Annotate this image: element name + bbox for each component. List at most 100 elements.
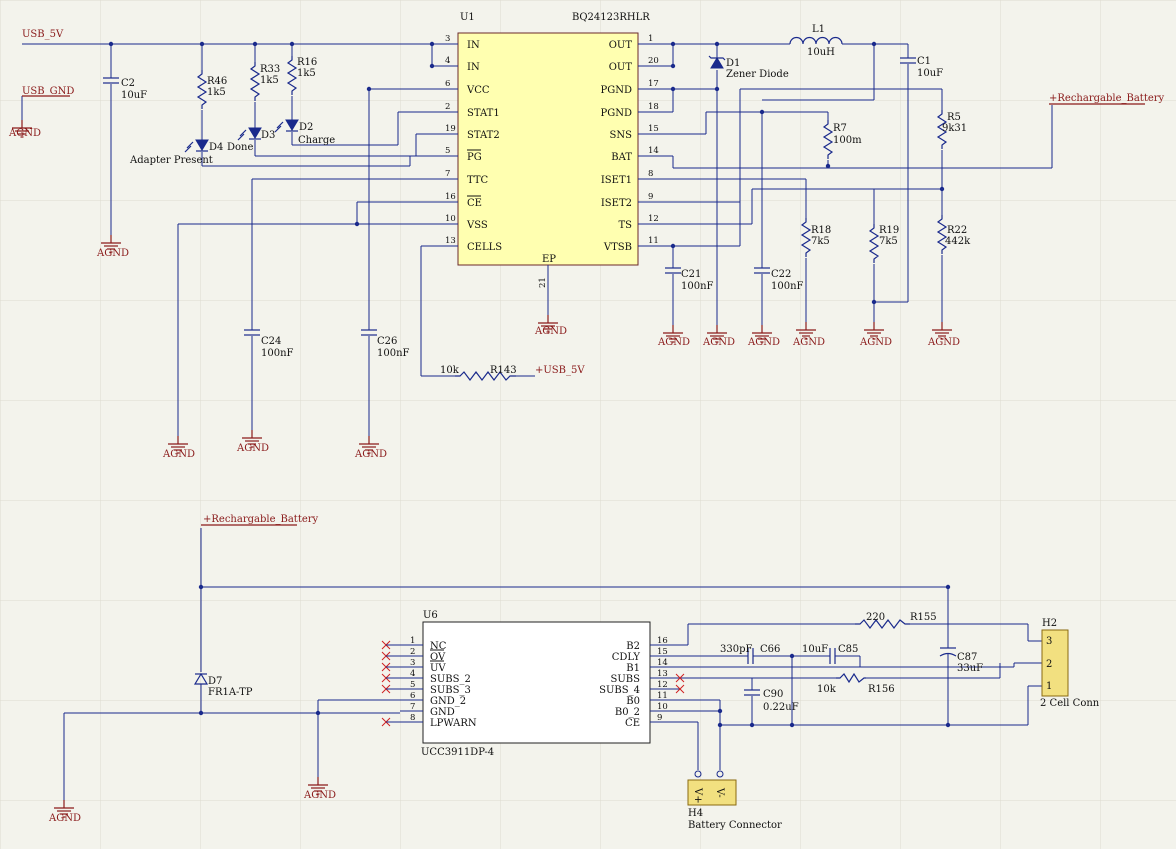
junction-dot [825,163,831,169]
c21-ref: C21 [681,269,701,280]
resistor-r19[interactable]: R19 7k5 [869,223,899,264]
net-agnd-label: AGND [702,337,735,348]
u1-pin-label-out: OUT [609,40,633,51]
u1-pin-label-pgnd: PGND [601,85,632,96]
r156-ref: R156 [868,684,895,695]
r155-ref: R155 [910,612,937,623]
led-d2-icon[interactable]: D2 Charge [274,119,335,146]
u1-pin-num: 2 [445,102,450,112]
u1-chip[interactable]: U1 BQ24123RHLR EP 21 [457,12,650,315]
net-agnd-label: AGND [657,337,690,348]
u6-chip[interactable]: U6 UCC3911DP-4 [421,610,651,758]
capacitor-c2[interactable]: C2 10uF [102,77,147,101]
resistor-r22[interactable]: R22 442k [937,214,971,255]
resistor-r16[interactable]: R16 1k5 [287,55,317,96]
no-connect-marks [381,640,685,727]
capacitor-c90[interactable]: C90 0.22uF [743,689,799,713]
capacitor-c87[interactable]: C87 33uF [939,647,983,674]
resistor-r143[interactable]: 10k R143 +USB_5V [440,365,585,381]
u1-pin-num: 6 [445,79,450,89]
u1-pin-label-bat: BAT [611,152,632,163]
l1-ref: L1 [812,24,825,35]
resistor-r46[interactable]: R46 1k5 [197,69,227,110]
capacitor-c24[interactable]: C24 100nF [243,329,294,359]
junction-dot [198,584,204,590]
u1-pin-label-out: OUT [609,62,633,73]
r46-val: 1k5 [207,87,226,98]
r18-ref: R18 [811,225,831,236]
no-connect-mark [381,662,400,672]
c85-val: 10uF [802,644,828,655]
junction-dot [714,86,720,92]
u6-pin-label-ce: CE [625,718,640,729]
net-usb5v: USB_5V [22,29,64,40]
u6-pin-num: 6 [410,691,415,701]
junction-dot [717,722,723,728]
u1-pin-num: 14 [648,146,659,156]
u1-pin-label-vtsb: VTSB [603,242,632,253]
ground-icon: AGND [534,314,567,337]
capacitor-c26[interactable]: C26 100nF [360,329,410,359]
u1-part: BQ24123RHLR [572,12,650,23]
u6-pin-label-b0: B0 [626,696,640,707]
capacitor-c1[interactable]: C1 10uF [899,56,943,79]
c87-ref: C87 [957,652,977,663]
u1-pin-num: 1 [648,34,653,44]
led-d3-icon[interactable]: D3 Done [227,127,275,153]
u1-pin-label-iset1: ISET1 [601,175,632,186]
ground-icon: AGND [702,324,735,348]
resistor-r156[interactable]: 10k R156 [817,672,895,695]
connector-h4[interactable]: V+ V- H4 Battery Connector [687,770,782,831]
zener-d1-icon[interactable]: D1 Zener Diode [708,55,789,80]
u6-pin-num: 15 [657,647,668,657]
net-usb5v-plus: +USB_5V [535,365,585,376]
r7-val: 100m [833,135,862,146]
r19-val: 7k5 [879,236,898,247]
d1-ref: D1 [726,58,740,69]
capacitor-c85[interactable]: 10uF C85 [802,644,858,664]
ground-icon: AGND [792,321,825,348]
junction-dot [945,584,951,590]
h2-pin-1: 1 [1046,681,1052,692]
u1-pin-label-vcc: VCC [466,85,490,96]
c24-val: 100nF [261,348,294,359]
capacitor-c21[interactable]: C21 100nF [664,267,714,292]
u1-pin-num: 15 [648,124,659,134]
no-connect-mark [672,684,685,694]
resistor-r5[interactable]: R5 9k31 [937,109,967,150]
h2-pin-2: 2 [1046,659,1052,670]
r156-val: 10k [817,684,837,695]
diode-d7-icon[interactable]: D7 FR1A-TP [193,672,253,698]
d7-val: FR1A-TP [208,687,253,698]
r33-val: 1k5 [260,75,279,86]
connector-h2[interactable]: H2 3 2 1 2 Cell Conn [1040,618,1100,709]
capacitor-c22[interactable]: C22 100nF [753,267,804,292]
r33-ref: R33 [260,64,280,75]
u6-pin-num: 5 [410,680,415,690]
c1-ref: C1 [917,56,931,67]
resistor-r155[interactable]: 220 R155 [855,612,937,629]
resistor-r18[interactable]: R18 7k5 [801,217,831,258]
u6-pin-num: 3 [410,658,415,668]
u6-pin-num: 14 [657,658,668,668]
capacitor-c66[interactable]: 330pF C66 [720,644,780,664]
u6-pin-label-nc: NC [430,641,447,652]
u1-wire-stubs [178,65,806,247]
u1-pin-num: 17 [648,79,659,89]
c87-val: 33uF [957,663,983,674]
d2-val: Charge [298,135,335,146]
no-connect-mark [381,640,400,650]
u1-pin-num: 8 [648,169,653,179]
resistor-r7[interactable]: R7 100m [823,119,862,160]
inductor-l1[interactable]: L1 10uH [789,24,843,58]
junction-dot [429,63,435,69]
d4-ref: D4 [209,142,223,153]
u1-pin-num: 4 [445,56,450,66]
u6-pin-num: 8 [410,713,415,723]
net-agnd-label: AGND [303,790,336,801]
led-d4-icon[interactable]: D4 Adapter Present [129,139,223,166]
resistor-r33[interactable]: R33 1k5 [250,61,280,102]
h2-val: 2 Cell Conn [1040,698,1100,709]
